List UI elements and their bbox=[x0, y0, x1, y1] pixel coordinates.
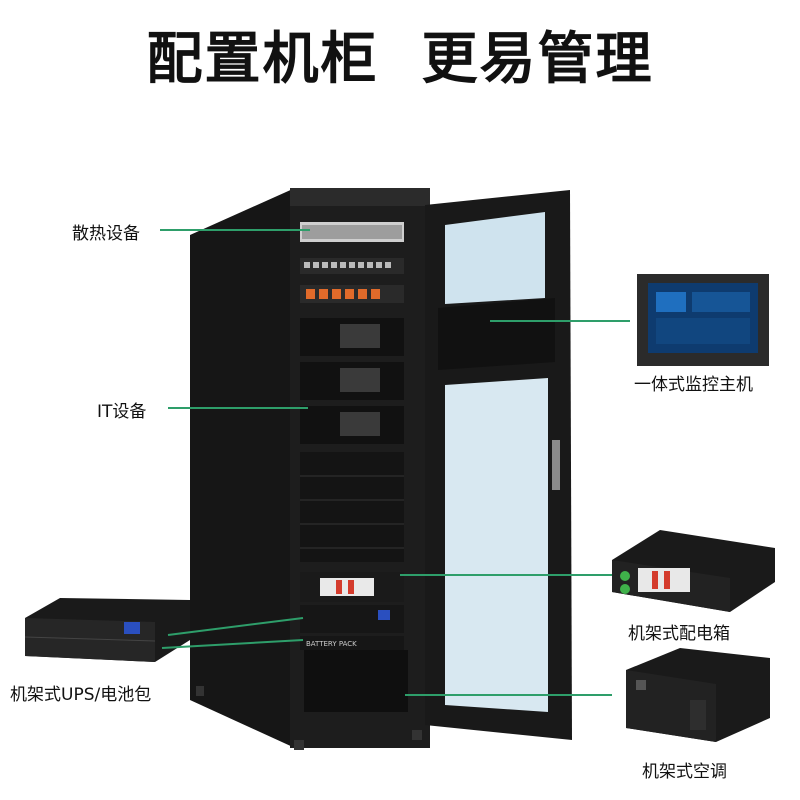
leader-lines bbox=[160, 229, 630, 696]
label-ac: 机架式空调 bbox=[642, 762, 727, 782]
door-lower-glass bbox=[445, 378, 548, 712]
ac-in-rack bbox=[304, 650, 408, 712]
label-it: IT设备 bbox=[97, 402, 147, 422]
patch-ports bbox=[304, 262, 391, 268]
label-monitor: 一体式监控主机 bbox=[634, 375, 753, 395]
pdu-device bbox=[612, 530, 775, 612]
label-cooling: 散热设备 bbox=[72, 224, 140, 244]
door-screen-panel bbox=[438, 298, 555, 370]
label-ups: 机架式UPS/电池包 bbox=[10, 685, 152, 705]
monitor-device bbox=[637, 274, 769, 366]
battery-pack-in-rack bbox=[300, 636, 404, 650]
ups-device bbox=[24, 598, 190, 662]
page-title: 配置机柜 更易管理 bbox=[146, 26, 654, 92]
battery-pack-label: BATTERY PACK bbox=[306, 640, 357, 648]
cabinet-top bbox=[290, 188, 430, 206]
ac-device bbox=[626, 648, 770, 742]
cabinet-side-panel bbox=[190, 188, 295, 748]
door-upper-glass bbox=[445, 212, 545, 304]
it-servers bbox=[300, 318, 404, 562]
power-strip-sockets bbox=[306, 289, 380, 299]
label-pdu: 机架式配电箱 bbox=[628, 624, 730, 644]
door-handle bbox=[552, 440, 560, 490]
